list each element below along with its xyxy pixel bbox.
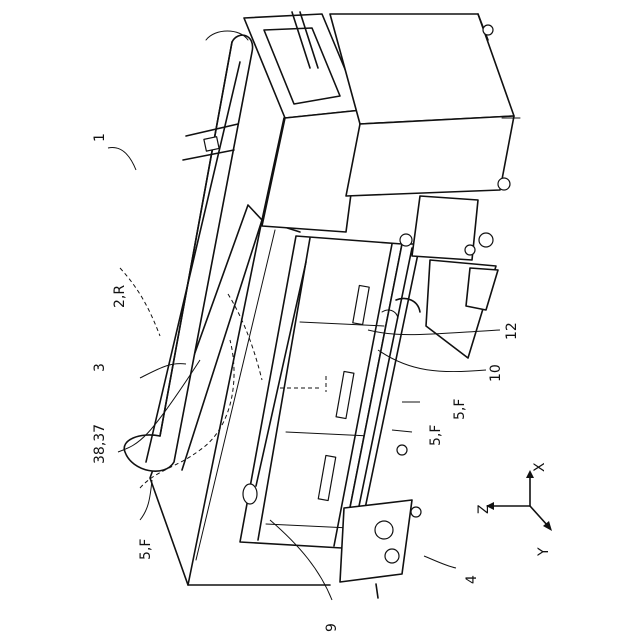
- label-12: 12: [504, 322, 520, 340]
- label-3: 3: [92, 363, 108, 372]
- label-4: 4: [464, 575, 480, 584]
- axis-label-y: Y: [536, 547, 552, 557]
- drive-box: [330, 14, 520, 196]
- y-axis-line: [530, 506, 548, 526]
- label-5f-left: 5,F: [138, 539, 154, 560]
- label-3837: 38,37: [92, 424, 108, 464]
- label-5f-mid: 5,F: [452, 399, 468, 420]
- label-5f-right: 5,F: [428, 425, 444, 446]
- label-10: 10: [488, 364, 504, 382]
- axis-indicator: [486, 470, 552, 531]
- label-9: 9: [324, 623, 340, 632]
- label-2r: 2,R: [112, 285, 128, 308]
- lower-mechanism: [340, 500, 421, 598]
- axis-label-z: Z: [476, 504, 492, 514]
- label-1: 1: [92, 133, 108, 142]
- axis-label-x: X: [532, 462, 548, 472]
